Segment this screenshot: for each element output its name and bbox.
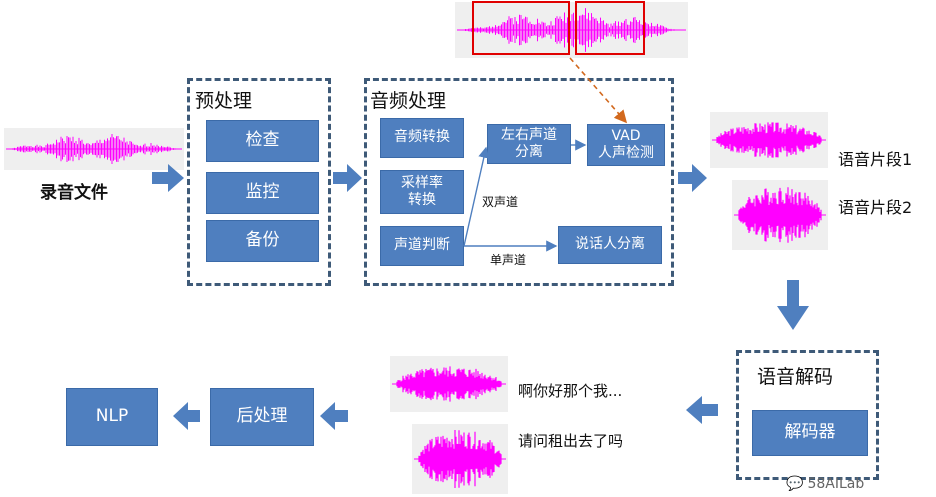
flow-arrow-decode-to-results [686, 396, 718, 424]
monitor-box: 监控 [206, 172, 319, 214]
vad-segment-highlight-2 [575, 1, 645, 55]
flow-arrow-results-to-post [320, 402, 348, 430]
resample-line1: 采样率 [401, 174, 443, 191]
result2-waveform [412, 424, 508, 494]
check-box: 检查 [206, 120, 319, 162]
diarization-box: 说话人分离 [558, 226, 662, 264]
segment1-waveform [710, 112, 828, 168]
preprocess-group [187, 78, 331, 286]
lr-split-line1: 左右声道 [501, 126, 557, 143]
format-convert-box: 音频转换 [380, 118, 464, 158]
result2-text: 请问租出去了吗 [518, 432, 624, 450]
vad-line2: 人声检测 [598, 145, 654, 161]
watermark: 💬 58AILab [786, 476, 864, 492]
result1-text: 啊你好那个我... [518, 382, 623, 400]
flow-arrow-audio-to-segments [678, 164, 707, 192]
vad-segment-highlight-1 [472, 1, 570, 55]
decode-group [736, 350, 879, 480]
backup-box: 备份 [206, 220, 319, 262]
flow-arrow-preprocess-to-audio [333, 164, 362, 192]
vad-line1: VAD [611, 127, 641, 144]
wechat-icon: 💬 [786, 476, 804, 492]
resample-box: 采样率 转换 [380, 170, 464, 214]
mono-channel-label: 单声道 [490, 253, 527, 267]
watermark-text: 58AILab [807, 476, 865, 492]
top-waveform [455, 2, 688, 58]
preprocess-title: 预处理 [195, 90, 253, 112]
result1-waveform [390, 356, 508, 412]
flow-arrow-post-to-nlp [173, 402, 200, 430]
input-label: 录音文件 [40, 183, 108, 203]
vad-box: VAD 人声检测 [587, 124, 665, 166]
flow-arrow-segments-to-decode [777, 280, 809, 330]
resample-line2: 转换 [408, 192, 436, 208]
nlp-box: NLP [66, 388, 158, 446]
segment2-waveform [732, 180, 828, 250]
lr-split-box: 左右声道 分离 [487, 124, 571, 164]
segment2-label: 语音片段2 [838, 198, 913, 217]
audio-processing-title: 音频处理 [370, 90, 447, 112]
decoder-box: 解码器 [752, 410, 868, 456]
segment1-label: 语音片段1 [838, 150, 913, 169]
input-waveform [4, 128, 184, 170]
channel-detect-box: 声道判断 [380, 226, 464, 266]
dual-channel-label: 双声道 [482, 195, 519, 209]
decode-title: 语音解码 [757, 366, 834, 388]
postprocess-box: 后处理 [210, 388, 314, 446]
lr-split-line2: 分离 [515, 144, 543, 160]
audio-processing-group [364, 78, 674, 286]
